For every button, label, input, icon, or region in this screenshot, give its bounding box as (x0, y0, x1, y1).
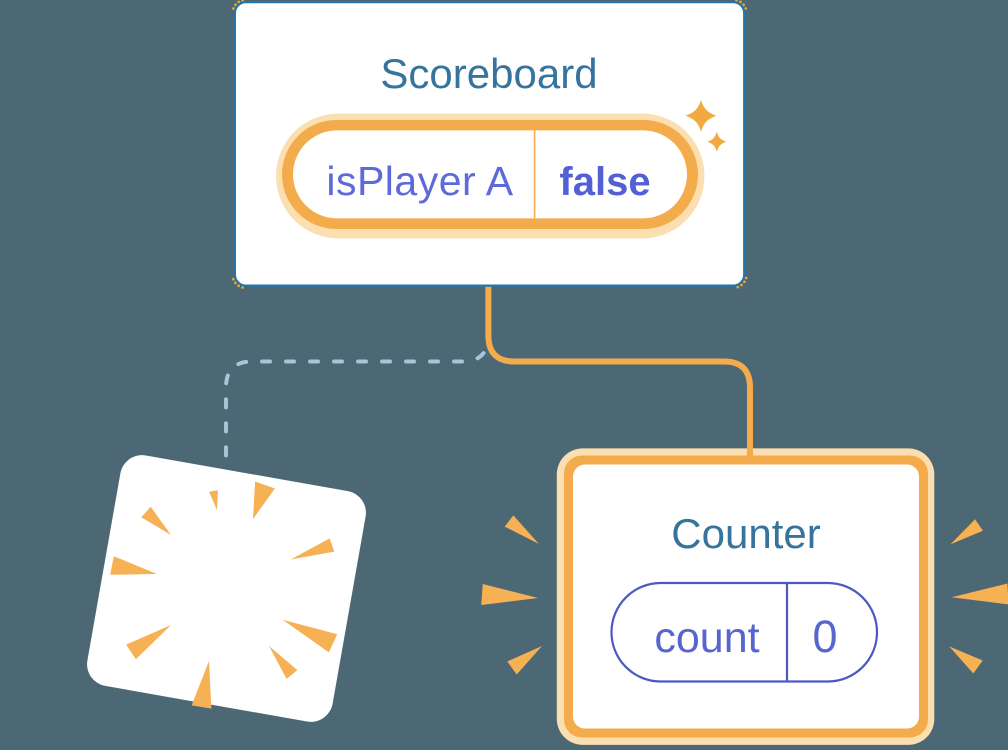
svg-text:Scoreboard: Scoreboard (380, 50, 597, 97)
svg-text:count: count (654, 614, 759, 662)
svg-text:isPlayer A: isPlayer A (326, 158, 513, 204)
svg-text:0: 0 (812, 611, 837, 662)
svg-text:Counter: Counter (671, 510, 820, 557)
svg-text:false: false (559, 160, 650, 204)
